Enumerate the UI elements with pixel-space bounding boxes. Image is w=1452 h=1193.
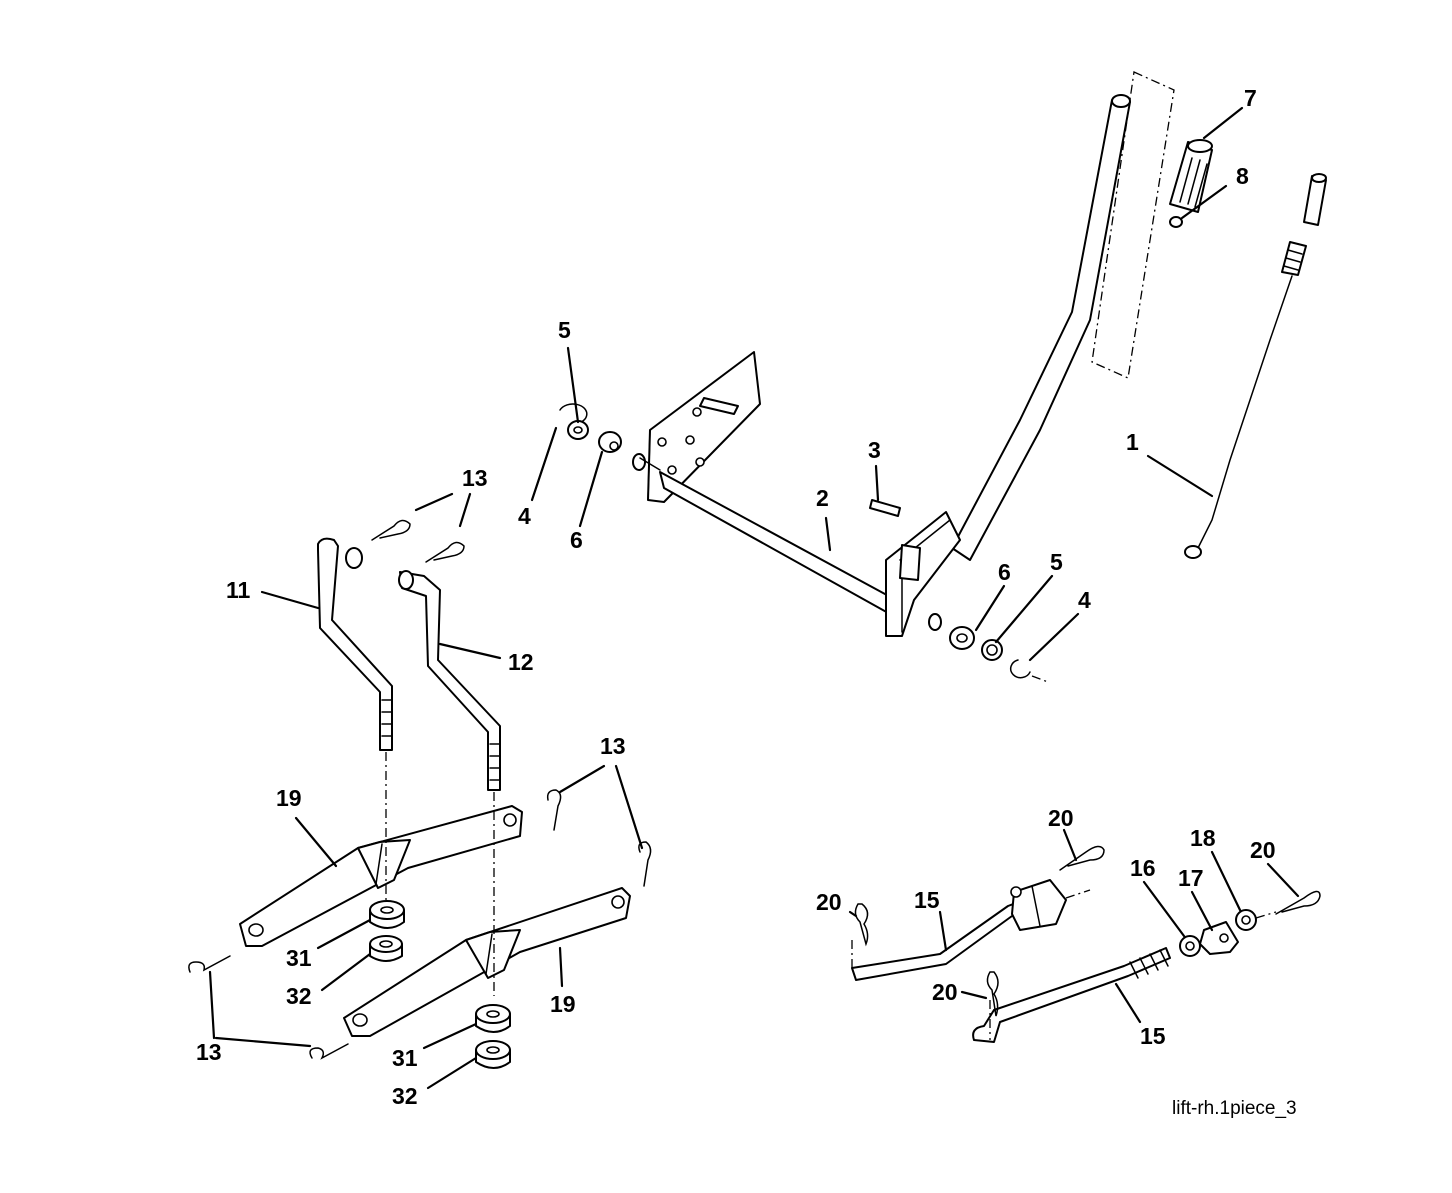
callout-2: 2 bbox=[816, 485, 829, 511]
callout-13-mid: 13 bbox=[600, 733, 626, 759]
callout-18: 18 bbox=[1190, 825, 1216, 851]
bushing-nut-upper bbox=[369, 900, 405, 962]
callout-5-left: 5 bbox=[558, 317, 571, 343]
block-part-17 bbox=[1199, 921, 1239, 955]
hairpin-clips-part-20 bbox=[854, 845, 1321, 1017]
callout-31-lower: 31 bbox=[392, 1045, 418, 1071]
callout-16: 16 bbox=[1130, 855, 1156, 881]
swivel-block bbox=[1010, 879, 1091, 931]
callout-13-bottom: 13 bbox=[196, 1039, 222, 1065]
callout-15-upper: 15 bbox=[914, 887, 940, 913]
plug-part-8 bbox=[1169, 216, 1183, 228]
pivot-bracket bbox=[885, 511, 961, 637]
callout-6-right: 6 bbox=[998, 559, 1011, 585]
cable-part-1 bbox=[1184, 173, 1327, 559]
nut-part-18 bbox=[1235, 909, 1277, 931]
hairpin-clips bbox=[188, 519, 652, 1060]
callout-11: 11 bbox=[226, 577, 251, 603]
callout-17: 17 bbox=[1178, 865, 1204, 891]
key-part-3 bbox=[869, 499, 901, 517]
callout-12: 12 bbox=[508, 649, 534, 675]
diagram-caption: lift-rh.1piece_3 bbox=[1172, 1098, 1297, 1119]
right-hardware bbox=[949, 626, 1049, 683]
callout-32-upper: 32 bbox=[286, 983, 312, 1009]
callout-4-left: 4 bbox=[518, 503, 531, 529]
callout-19-upper: 19 bbox=[276, 785, 302, 811]
lift-arm-upper-part-19 bbox=[239, 805, 523, 947]
callout-13-top: 13 bbox=[462, 465, 488, 491]
mounting-plate bbox=[647, 351, 761, 503]
leader-lines bbox=[208, 106, 1300, 1090]
callout-5-right: 5 bbox=[1050, 549, 1063, 575]
callout-4-right: 4 bbox=[1078, 587, 1091, 613]
left-hardware bbox=[559, 403, 622, 453]
adjuster-rod-lower-part-15 bbox=[972, 947, 1171, 1043]
grip-part-7 bbox=[1169, 139, 1213, 213]
callout-8: 8 bbox=[1236, 163, 1249, 189]
callout-3: 3 bbox=[868, 437, 881, 463]
callout-20-top: 20 bbox=[1048, 805, 1074, 831]
lift-arm-lower-part-19 bbox=[343, 887, 631, 1037]
callout-20-middle: 20 bbox=[932, 979, 958, 1005]
bushing-nut-lower bbox=[475, 1004, 511, 1069]
callout-20-left: 20 bbox=[816, 889, 842, 915]
callout-15-lower: 15 bbox=[1140, 1023, 1166, 1049]
cross-shaft-part-2 bbox=[632, 453, 897, 615]
callout-1: 1 bbox=[1126, 429, 1139, 455]
callout-32-lower: 32 bbox=[392, 1083, 418, 1109]
lift-link-part-11 bbox=[317, 537, 393, 751]
nut-part-16 bbox=[1179, 935, 1201, 957]
callout-6-left: 6 bbox=[570, 527, 583, 553]
callout-labels: 1 2 3 4 4 5 5 6 6 7 8 11 12 13 13 13 15 … bbox=[196, 85, 1276, 1109]
callout-19-lower: 19 bbox=[550, 991, 576, 1017]
callout-20-right: 20 bbox=[1250, 837, 1276, 863]
callout-7: 7 bbox=[1244, 85, 1257, 111]
lift-handle bbox=[951, 94, 1131, 561]
lift-link-part-12 bbox=[398, 570, 501, 791]
callout-31-upper: 31 bbox=[286, 945, 312, 971]
